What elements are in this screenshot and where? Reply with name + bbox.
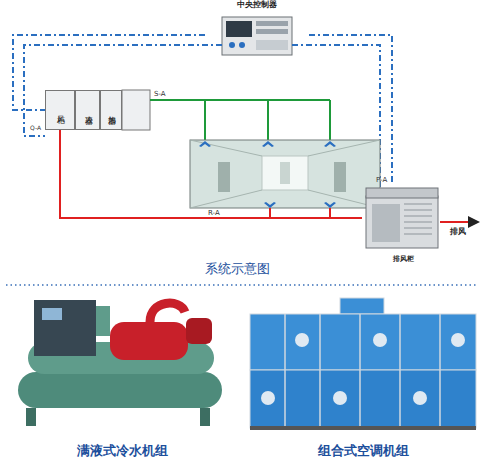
air-vent — [262, 141, 274, 147]
chiller-photo — [34, 300, 96, 356]
chiller-photo — [18, 300, 222, 426]
chiller-photo — [42, 308, 62, 320]
node-label: 满液式冷水机组 — [77, 444, 168, 458]
node-label: 风柜 — [56, 109, 65, 111]
figure-caption: 系统示意图 — [205, 260, 270, 278]
ahu-photo — [261, 391, 275, 405]
exhaust-cabinet: 排风柜 — [362, 184, 444, 264]
ahu-photo — [285, 314, 440, 428]
return-duct — [270, 208, 330, 218]
controller-panel — [256, 40, 288, 50]
air-vent — [264, 202, 276, 208]
port-label: S-A — [154, 90, 166, 98]
air-vent — [199, 141, 336, 208]
controller-node: 中央控制器 — [205, 1, 309, 59]
ahu-photo — [295, 333, 309, 347]
chiller-photo — [110, 322, 188, 360]
ahu-photo — [250, 426, 476, 430]
node-label: 排风柜 — [393, 256, 414, 264]
ahu-photo — [333, 391, 347, 405]
ahu-photo — [250, 298, 476, 430]
ahu-photo — [413, 391, 427, 405]
port-label: P-A — [376, 176, 387, 184]
chiller-photo — [26, 408, 36, 426]
clean-room — [190, 140, 380, 208]
controller-panel — [256, 29, 288, 34]
clean-room — [218, 162, 230, 192]
node-label: 表冷器 — [83, 109, 92, 112]
air-vent — [199, 141, 211, 147]
supply-duct — [150, 99, 330, 101]
controller-panel — [226, 21, 252, 37]
control-wire — [309, 35, 392, 184]
controller-panel — [222, 17, 292, 55]
controller-panel — [239, 42, 245, 48]
exhaust-cabinet-drawing — [366, 188, 438, 248]
controller-panel — [229, 42, 235, 48]
ahu-photo — [373, 333, 387, 347]
node-label: 组合式空调机组 — [318, 444, 409, 458]
exhaust-cabinet-drawing — [404, 204, 432, 234]
air-vent — [324, 141, 336, 147]
chiller-photo — [96, 306, 110, 336]
ahu-heater-section: 加热器 — [100, 90, 122, 130]
exhaust-cabinet-drawing — [366, 196, 438, 248]
chiller-photo — [150, 303, 185, 322]
clean-room — [190, 140, 380, 208]
chiller-unit: 满液式冷水机组 — [10, 292, 235, 458]
control-wire — [24, 45, 222, 136]
chiller-photo — [186, 318, 212, 344]
port-label: Q-A — [30, 124, 41, 131]
ahu-photo — [250, 370, 476, 428]
chiller-photo — [200, 408, 210, 426]
ahu-photo — [340, 298, 384, 314]
supply-duct — [267, 100, 269, 140]
supply-duct — [204, 100, 206, 140]
separator-line — [6, 284, 478, 286]
ahu-photo — [451, 333, 465, 347]
exhaust-cabinet-drawing — [372, 204, 400, 242]
clean-room — [280, 162, 290, 184]
port-label: 排风 — [450, 226, 466, 237]
clean-room — [190, 140, 380, 208]
air-vent — [324, 202, 336, 208]
exhaust-duct — [440, 221, 478, 223]
duct-section — [122, 90, 150, 130]
supply-duct — [329, 100, 331, 140]
return-duct — [60, 130, 362, 218]
clean-room — [262, 156, 308, 190]
node-label: 中央控制器 — [237, 1, 277, 10]
controller-panel — [222, 17, 292, 55]
supply-duct — [150, 100, 330, 140]
clean-room — [334, 162, 346, 192]
ahu-coil-section: 表冷器 — [75, 90, 100, 130]
node-label: 加热器 — [107, 109, 116, 112]
controller-panel — [256, 21, 288, 26]
ahu-fan-section: 风柜 — [45, 90, 75, 130]
ahu-photo — [250, 314, 476, 370]
port-label: R-A — [208, 209, 220, 217]
exhaust-cabinet-drawing — [366, 188, 438, 198]
ahu-unit: 组合式空调机组 — [246, 292, 480, 458]
chiller-photo — [18, 372, 222, 408]
